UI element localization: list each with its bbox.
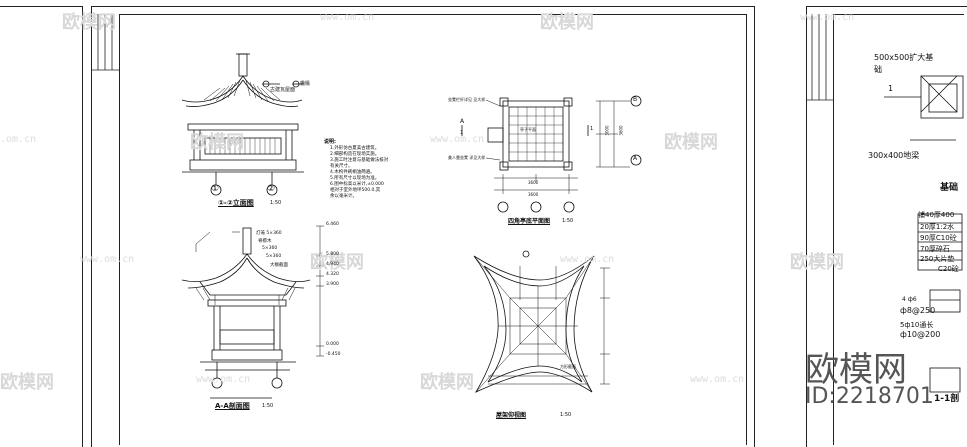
- section-elevation: 4.940: [326, 262, 339, 267]
- watermark-site: www.om.cn: [800, 12, 855, 23]
- elevation-drawing: [181, 53, 304, 196]
- notes-line: 相对于室外地坪500.0,其: [330, 188, 381, 193]
- watermark-brand: 欧模网: [540, 12, 594, 33]
- watermark-site: www.om.cn: [690, 374, 745, 385]
- foundation-layer: 铺40厚400: [918, 211, 955, 219]
- elevation-axis-2: ②: [267, 184, 276, 194]
- section-elevation: 5.800: [326, 252, 339, 257]
- foundation-layer: 250大片垫: [920, 255, 955, 263]
- watermark-brand: 欧模网: [0, 372, 54, 393]
- watermark-site: www.om.cn: [196, 374, 251, 385]
- roof-scale: 1:50: [560, 412, 572, 418]
- notes-line: 4.木构件刷桐油两遍。: [330, 170, 375, 175]
- roof-label: 方形截面: [560, 364, 576, 369]
- foundation-heading: 基础: [940, 183, 959, 193]
- elevation-title: ①-②立面图: [218, 199, 254, 207]
- notes-line: 1.外形仿古夏美古建筑。: [330, 146, 380, 151]
- foundation-beam: 300x400地梁: [868, 151, 920, 160]
- section-scale: 1:50: [262, 403, 274, 409]
- watermark-site: www.om.cn: [560, 254, 615, 265]
- watermark-brand: 欧模网: [190, 132, 244, 153]
- notes-line: 有关尺寸。: [330, 164, 353, 169]
- roof-title: 屋架仰视图: [496, 412, 527, 419]
- left-partial-sheet: [0, 6, 83, 447]
- watermark-brand: 欧模网: [62, 12, 116, 33]
- section-drawing: [181, 225, 324, 399]
- section-label: 脊檩木: [258, 239, 272, 244]
- watermark-brand: 欧模网: [310, 252, 364, 273]
- plan-scale: 1:50: [562, 218, 574, 224]
- section-label: 灯笼 5×360: [256, 231, 282, 236]
- rebar-label: 4 ф6: [902, 296, 917, 303]
- section-label: 5×360: [266, 254, 282, 259]
- plan-label: 美人靠坐凳 详见大样: [448, 155, 486, 160]
- section-elevation: 0.000: [326, 342, 339, 347]
- plan-title: 四角亭底平面图: [508, 218, 551, 225]
- plan-drawing: [461, 95, 642, 213]
- rebar-label: 5ф10通长: [900, 321, 934, 329]
- cad-drawing-lines: [91, 14, 964, 399]
- elevation-scale: 1:50: [270, 200, 282, 206]
- section-label: 大椽截面: [270, 263, 288, 268]
- watermark-id: ID:2218701: [805, 384, 934, 409]
- plan-dimension: 3600: [528, 180, 539, 185]
- plan-dimension: 3600: [618, 125, 624, 136]
- notes-title: 说明:: [324, 139, 336, 145]
- plan-label: 亭子平面: [520, 127, 536, 132]
- watermark-large-brand: 欧模网: [805, 350, 907, 390]
- section-1-1-label: 1-1剖: [934, 394, 960, 404]
- foundation-layer: 90厚C10砼: [920, 234, 957, 242]
- notes-line: 3.施工时注意与基础做法核对: [330, 158, 389, 163]
- rebar-label: ф8@250: [900, 306, 936, 315]
- plan-mark: A: [460, 118, 465, 125]
- watermark-site: .om.cn: [0, 134, 37, 145]
- plan-dimension: 3000: [604, 125, 610, 136]
- section-elevation: -0.450: [326, 352, 341, 357]
- foundation-layer: 70厚碎石: [920, 245, 950, 253]
- plan-label: 坐凳栏杆详见 见大样: [448, 97, 486, 102]
- watermark-site: www.om.cn: [80, 254, 135, 265]
- plan-dimension: 3600: [528, 192, 539, 197]
- section-label: 5×360: [262, 246, 278, 251]
- roof-framing-drawing: [473, 250, 610, 393]
- elevation-label-roof: 古建瓦屋面: [270, 87, 296, 93]
- notes-line: 2.细部构造在现场实施。: [330, 152, 380, 157]
- plan-axis-a: A: [633, 155, 638, 162]
- right-inner-frame: [833, 14, 964, 445]
- foundation-title: 500x500扩大基: [874, 53, 934, 62]
- notes-line: 余以毫米计。: [330, 194, 357, 199]
- watermark-site: www.om.cn: [320, 12, 375, 23]
- watermark-brand: 欧模网: [420, 372, 474, 393]
- foundation-mark: 1: [888, 84, 894, 93]
- notes-line: 6.图中标高以米计,±0.000: [330, 182, 384, 187]
- foundation-title-2: 础: [874, 65, 882, 74]
- plan-axis-b: B: [633, 96, 638, 103]
- main-inner-frame: [119, 14, 747, 445]
- watermark-brand: 欧模网: [790, 252, 844, 273]
- section-elevation: 4.320: [326, 272, 339, 277]
- elevation-label-rafter: 檐椽: [300, 81, 311, 87]
- plan-mark: 1: [460, 130, 464, 136]
- section-elevation: 3.900: [326, 282, 339, 287]
- section-title: A-A剖面图: [215, 402, 250, 410]
- watermark-brand: 欧模网: [664, 132, 718, 153]
- foundation-layer: 20厚1:2水: [920, 223, 955, 231]
- plan-mark: 1: [590, 126, 594, 132]
- notes-line: 5.所有尺寸以现场为准。: [330, 176, 380, 181]
- elevation-axis-1: ①: [211, 184, 220, 194]
- section-elevation: 6.460: [326, 222, 339, 227]
- rebar-label: ф10@200: [900, 330, 941, 339]
- foundation-layer: C20砼: [938, 265, 959, 273]
- foundation-drawing: [884, 75, 964, 393]
- watermark-site: www.om.cn: [430, 134, 485, 145]
